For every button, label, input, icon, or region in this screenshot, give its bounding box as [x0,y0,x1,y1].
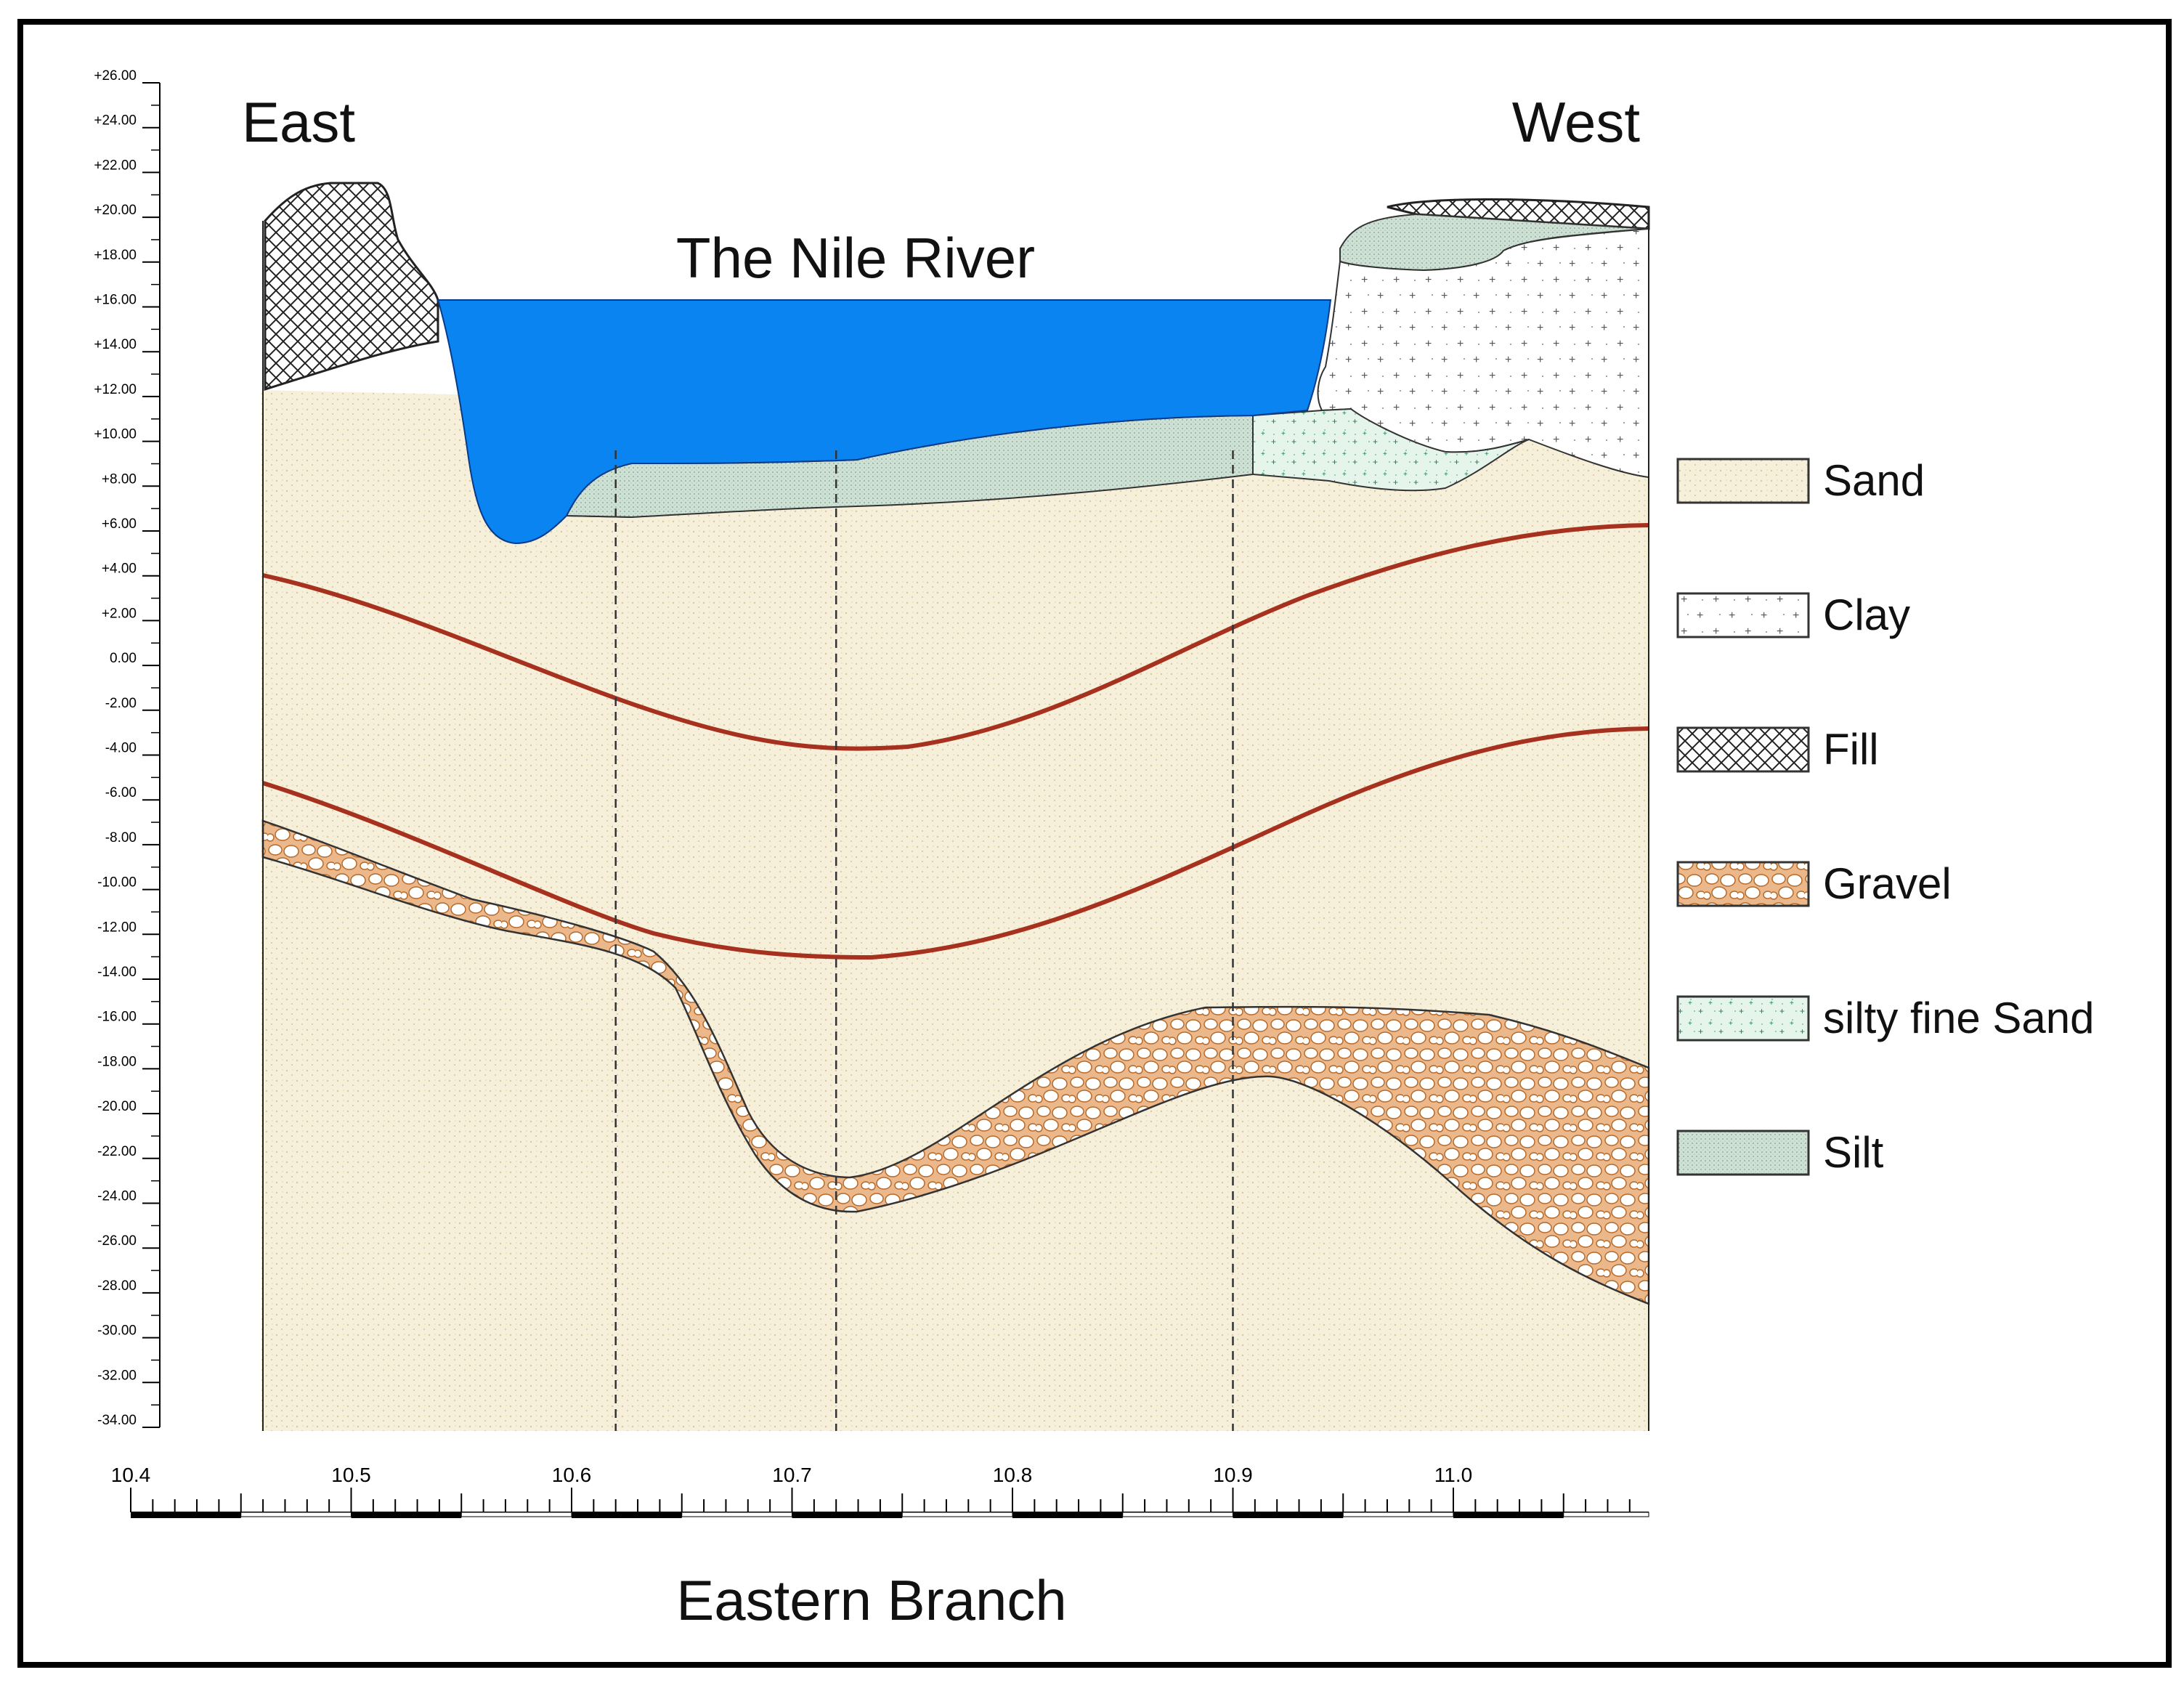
legend-item: Silt [1676,1128,1884,1177]
y-tick-label: -2.00 [105,696,137,711]
y-tick-label: +24.00 [94,113,137,129]
y-tick-label: -22.00 [97,1144,137,1159]
y-tick-label: 0.00 [110,651,137,666]
scale-bar-segment [1122,1512,1233,1517]
scale-bar-segment [460,1512,572,1517]
nile-water [437,299,1332,545]
y-tick-label: -6.00 [105,785,137,800]
x-tick-label: 10.6 [552,1464,592,1486]
scale-bar-segment [1453,1512,1564,1518]
clay-layer [1317,227,1649,479]
y-tick-label: +16.00 [94,293,137,308]
y-tick-label: +2.00 [102,606,137,621]
y-tick-label: -34.00 [97,1413,137,1428]
y-tick-label: +10.00 [94,427,137,442]
legend-item: silty fine Sand [1676,994,2095,1042]
footer-title: Eastern Branch [676,1568,1067,1632]
y-tick-label: -10.00 [97,875,137,891]
y-tick-label: +18.00 [94,248,137,263]
legend-item: Fill [1676,725,1879,774]
y-tick-label: -30.00 [97,1323,137,1339]
west-label: West [1512,90,1641,154]
y-tick-label: +12.00 [94,382,137,397]
legend-swatch-fill [1676,726,1810,773]
scale-bar-segment [1563,1512,1649,1517]
y-tick-label: -8.00 [105,830,137,846]
y-tick-label: +14.00 [94,337,137,352]
y-axis: +26.00 +24.00 +22.00 +20.00 +18.00 +16.00 +14.… [94,68,161,1428]
y-tick-label: -16.00 [97,1010,137,1025]
scale-bar-segment [240,1512,352,1517]
borehole-lines [614,450,1234,1431]
legend-item: Gravel [1676,859,1952,908]
y-tick-label: -18.00 [97,1054,137,1069]
y-tick-label: -28.00 [97,1278,137,1294]
x-tick-label: 10.5 [331,1464,371,1486]
legend-label: Sand [1823,456,1925,505]
y-tick-label: +26.00 [94,68,137,84]
scale-bar-segment [131,1512,241,1518]
y-tick-label: -14.00 [97,965,137,980]
y-tick-label: +22.00 [94,158,137,173]
scale-bar-segment [1012,1512,1123,1518]
x-tick-label: 10.4 [111,1464,151,1486]
y-tick-label: -32.00 [97,1368,137,1383]
scale-bar-segment [351,1512,462,1518]
silty-fine-sand-layer [1252,407,1530,492]
legend-label: Fill [1823,725,1879,774]
legend-label: Silt [1823,1128,1884,1177]
scale-bar-segment [792,1512,903,1518]
y-tick-label: +6.00 [102,516,137,532]
y-tick-label: -12.00 [97,920,137,935]
scale-bar-segment [1342,1512,1454,1517]
legend-swatch-sand [1676,458,1810,504]
x-tick-label: 10.8 [993,1464,1033,1486]
contour-line-lower [262,726,1649,960]
section-body [261,182,1650,1431]
scale-bar-segment [1233,1512,1344,1518]
y-tick-label: +8.00 [102,471,137,487]
sand-layer [261,390,1649,1431]
y-tick-label: +20.00 [94,203,137,218]
legend-item: Sand [1676,456,1925,505]
y-tick-label: -20.00 [97,1099,137,1114]
legend-item: Clay [1676,591,1910,639]
fill-layer-east [264,182,439,392]
legend-swatch-gravel [1676,861,1810,907]
y-tick-label: -26.00 [97,1233,137,1249]
legend-label: Gravel [1823,859,1952,908]
y-tick-label: -24.00 [97,1189,137,1204]
contour-line-upper [262,523,1649,751]
x-tick-label: 10.9 [1213,1464,1253,1486]
scale-bar-segment [572,1512,682,1518]
y-tick-label: -4.00 [105,741,137,756]
scale-bar-segment [901,1512,1013,1517]
y-tick-label: +4.00 [102,561,137,577]
legend-swatch-silt [1676,1130,1810,1176]
legend-swatch-silty [1676,995,1810,1042]
river-label: The Nile River [676,226,1035,290]
legend-label: silty fine Sand [1823,994,2095,1042]
x-tick-label: 11.0 [1434,1464,1472,1486]
east-label: East [242,90,355,154]
x-axis-scale: 10.4 10.5 10.6 10.7 10.8 10.9 11.0 [111,1464,1649,1518]
x-tick-label: 10.7 [772,1464,812,1486]
scale-bar-segment [681,1512,792,1517]
legend-swatch-clay [1676,592,1810,638]
legend-label: Clay [1823,591,1910,639]
